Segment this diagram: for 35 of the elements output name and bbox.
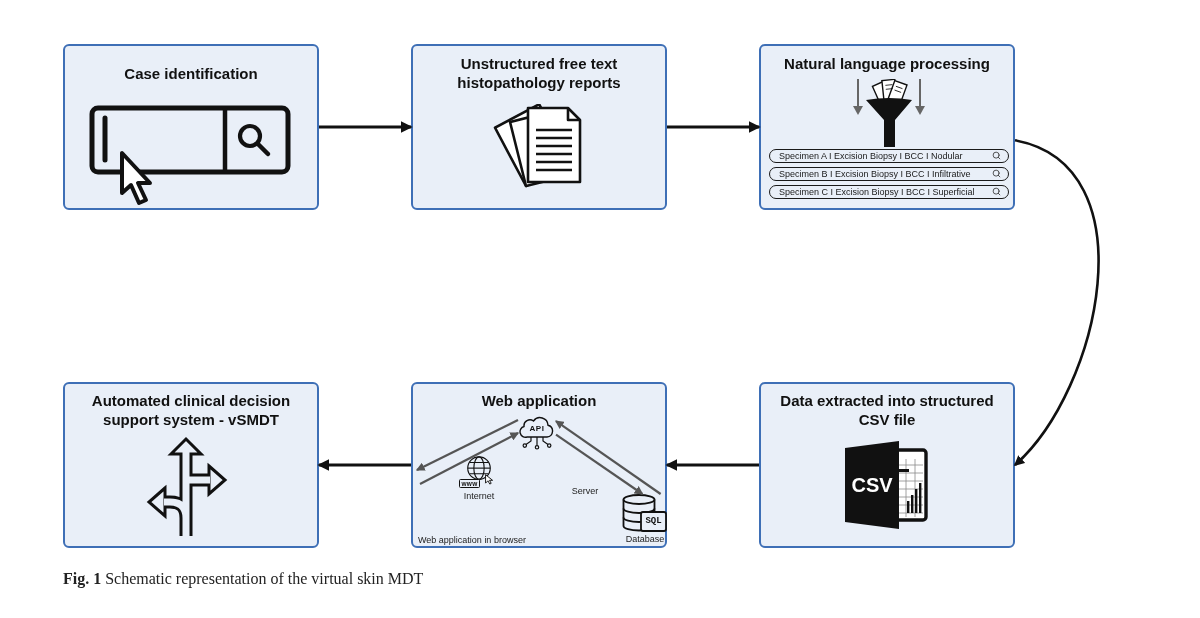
step-title: Automated clinical decision support system - vSMDT bbox=[90, 391, 292, 429]
step-title: Natural language processing bbox=[784, 54, 990, 73]
arrow bbox=[665, 459, 759, 471]
process-box bbox=[759, 382, 1015, 548]
arrow bbox=[415, 419, 519, 471]
curved-arrow bbox=[1014, 139, 1100, 467]
process-box bbox=[411, 382, 667, 548]
arrow bbox=[419, 432, 520, 485]
arrow bbox=[555, 420, 662, 495]
result-text: Specimen B I Excision Biopsy I BCC I Infiltrative bbox=[779, 168, 971, 180]
icon-caption: Web application in browser bbox=[418, 535, 526, 546]
icon-caption: Database bbox=[625, 534, 665, 545]
step-title: Case identification bbox=[124, 64, 258, 83]
process-box bbox=[63, 382, 319, 548]
result-text: Specimen A I Excision Biopsy I BCC I Nodular bbox=[779, 150, 963, 162]
arrow bbox=[555, 433, 644, 495]
search-result-pill bbox=[769, 167, 1009, 181]
icon-caption: Server bbox=[571, 486, 599, 497]
step-title: Web application bbox=[481, 391, 597, 410]
process-box bbox=[63, 44, 319, 210]
search-result-pill bbox=[769, 185, 1009, 199]
process-box bbox=[411, 44, 667, 210]
step-title: Data extracted into structured CSV file bbox=[779, 391, 995, 429]
arrow bbox=[319, 121, 413, 133]
result-text: Specimen C I Excision Biopsy I BCC I Superficial bbox=[779, 186, 975, 198]
sql-text: SQL bbox=[645, 516, 662, 527]
step-title: Unstructured free text histopathology reports bbox=[456, 54, 622, 92]
file-type-text: CSV bbox=[851, 473, 893, 497]
icon-caption: Internet bbox=[463, 491, 495, 502]
process-box bbox=[759, 44, 1015, 210]
search-result-pill bbox=[769, 149, 1009, 163]
arrow bbox=[667, 121, 761, 133]
cloud-label: API bbox=[529, 423, 545, 433]
arrow bbox=[317, 459, 411, 471]
figure-caption: Fig. 1 Schematic representation of the virtual skin MDT bbox=[63, 569, 424, 589]
